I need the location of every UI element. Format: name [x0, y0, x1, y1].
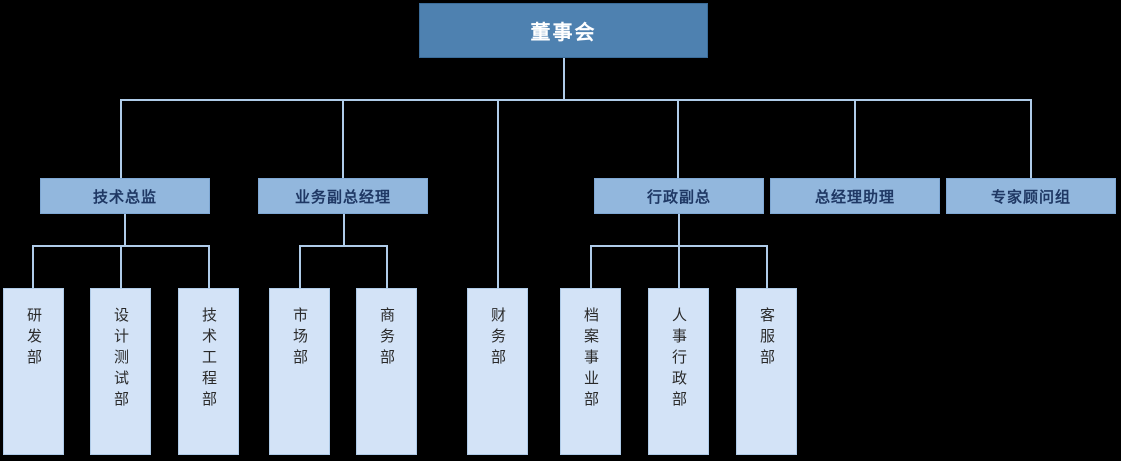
connector-to-rd-dept	[32, 245, 34, 289]
node-label: 人事行政部	[670, 307, 687, 412]
connector-to-hr-admin-dept	[678, 245, 680, 289]
connector-to-market-dept	[299, 245, 301, 289]
node-market-dept[interactable]: 市场部	[269, 288, 330, 455]
connector-to-tech-eng-dept	[208, 245, 210, 289]
connector-bus-to-business-vp	[342, 99, 344, 179]
connector-to-archive-dept	[590, 245, 592, 289]
connector-to-design-test-dept	[120, 245, 122, 289]
connector-bus-to-gm-assistant	[854, 99, 856, 179]
node-commerce-dept[interactable]: 商务部	[356, 288, 417, 455]
node-label: 设计测试部	[112, 307, 129, 412]
connector-tech-director-stem	[124, 213, 126, 246]
node-label: 业务副总经理	[294, 188, 391, 206]
node-customer-service-dept[interactable]: 客服部	[736, 288, 797, 455]
node-label: 市场部	[291, 307, 308, 370]
connector-bus-to-expert-group	[1030, 99, 1032, 179]
connector-to-commerce-dept	[386, 245, 388, 289]
connector-bus-to-admin-vp	[677, 99, 679, 179]
node-tech-engineering-dept[interactable]: 技术工程部	[178, 288, 239, 455]
node-business-vp[interactable]: 业务副总经理	[258, 178, 428, 214]
node-label: 技术工程部	[200, 307, 217, 412]
node-design-test-dept[interactable]: 设计测试部	[90, 288, 151, 455]
node-admin-vp[interactable]: 行政副总	[594, 178, 764, 214]
connector-business-vp-bus	[299, 245, 387, 247]
node-expert-advisory-group[interactable]: 专家顾问组	[946, 178, 1116, 214]
connector-bus-to-tech-director	[120, 99, 122, 179]
node-label: 董事会	[530, 22, 597, 44]
node-label: 研发部	[25, 307, 42, 370]
node-finance-dept[interactable]: 财务部	[467, 288, 528, 455]
node-label: 客服部	[758, 307, 775, 370]
node-label: 专家顾问组	[990, 188, 1071, 206]
connector-bus-to-finance-dept	[497, 99, 499, 289]
node-label: 技术总监	[92, 188, 157, 206]
node-tech-director[interactable]: 技术总监	[40, 178, 210, 214]
node-archive-dept[interactable]: 档案事业部	[560, 288, 621, 455]
node-label: 行政副总	[646, 188, 711, 206]
node-label: 商务部	[378, 307, 395, 370]
connector-root-stem	[563, 58, 565, 100]
node-label: 总经理助理	[814, 188, 895, 206]
node-gm-assistant[interactable]: 总经理助理	[770, 178, 940, 214]
node-board-of-directors[interactable]: 董事会	[419, 3, 708, 58]
connector-main-bus	[120, 99, 1031, 101]
node-hr-admin-dept[interactable]: 人事行政部	[648, 288, 709, 455]
node-rd-dept[interactable]: 研发部	[3, 288, 64, 455]
connector-business-vp-stem	[343, 213, 345, 246]
node-label: 财务部	[489, 307, 506, 370]
node-label: 档案事业部	[582, 307, 599, 412]
connector-admin-vp-stem	[678, 213, 680, 246]
connector-to-customer-service-dept	[766, 245, 768, 289]
